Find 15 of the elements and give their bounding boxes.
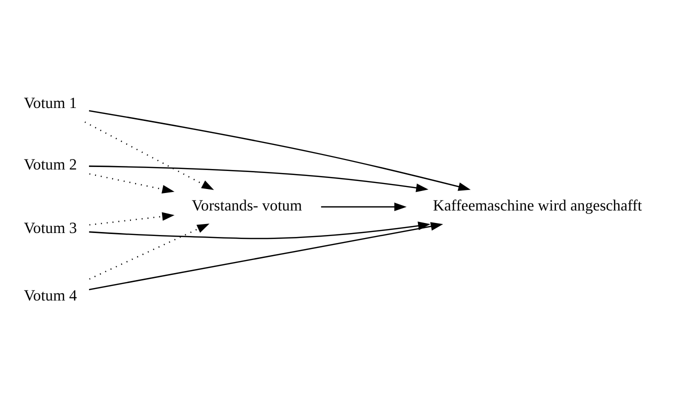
node-text: Votum 2: [24, 156, 77, 174]
arrow: [321, 202, 407, 211]
arrow: [88, 222, 444, 290]
node-text: Votum 4: [24, 286, 77, 304]
node-text: Votum 1: [24, 94, 77, 112]
arrow: [89, 212, 175, 226]
arrow: [89, 221, 430, 239]
arrow: [88, 165, 428, 192]
arrow: [89, 223, 210, 280]
node-text: Kaffeemaschine wird angeschafft: [432, 197, 642, 214]
arrow: [89, 172, 174, 193]
arrow: [84, 121, 214, 190]
node-text: Vorstands- votum: [192, 197, 302, 214]
arrow: [88, 110, 471, 190]
node-text: Votum 3: [24, 219, 77, 236]
